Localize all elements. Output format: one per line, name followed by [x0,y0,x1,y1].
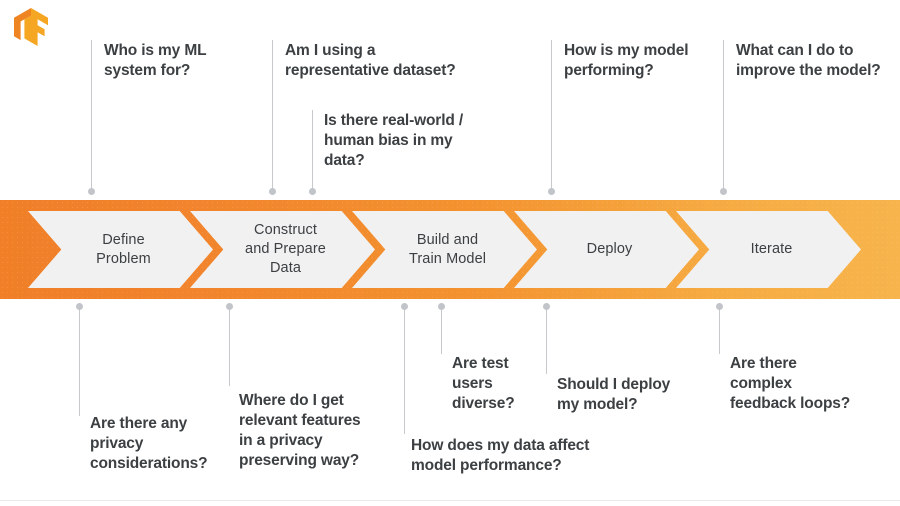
connector-who-is-my-ml-system-for [88,40,95,195]
connector-dot [269,188,276,195]
connector-should-i-deploy [543,303,550,374]
question-privacy-preserving-features: Where do I get relevant features in a pr… [239,392,361,469]
connector-dot [88,188,95,195]
step-label: Build and Train Model [408,231,487,267]
step-construct-prepare-data[interactable]: Construct and Prepare Data [190,211,375,288]
step-label: Define Problem [96,231,151,267]
connector-dot [720,188,727,195]
connector-dot [438,303,445,310]
connector-dot [76,303,83,310]
connector-improve-the-model [720,40,727,195]
connector-dot [716,303,723,310]
connector-dot [401,303,408,310]
question-improve-the-model: What can I do to improve the model? [736,42,881,79]
page-divider [0,500,900,501]
connector-dot [226,303,233,310]
question-how-is-my-model-performing: How is my model performing? [564,42,689,79]
question-who-is-my-ml-system-for: Who is my ML system for? [104,42,207,79]
tensorflow-logo-icon [14,8,48,46]
connector-complex-feedback-loops [716,303,723,354]
question-representative-dataset: Am I using a representative dataset? [285,42,456,79]
step-label: Construct and Prepare Data [245,222,326,276]
question-should-i-deploy: Should I deploy my model? [557,376,671,413]
tensorflow-logo [14,8,48,46]
connector-dot [543,303,550,310]
connector-real-world-human-bias [309,110,316,195]
connector-data-affect-performance [401,303,408,434]
connector-how-is-my-model-performing [548,40,555,195]
connector-dot [548,188,555,195]
connector-representative-dataset [269,40,276,195]
question-privacy-considerations: Are there any privacy considerations? [90,415,208,472]
connector-privacy-preserving-features [226,303,233,386]
connector-test-users-diverse [438,303,445,354]
question-test-users-diverse: Are test users diverse? [452,355,515,412]
step-label: Deploy [586,241,633,257]
question-data-affect-performance: How does my data affect model performanc… [411,437,590,474]
connector-dot [309,188,316,195]
question-complex-feedback-loops: Are there complex feedback loops? [730,355,851,412]
question-real-world-human-bias: Is there real-world / human bias in my d… [324,112,463,169]
step-label: Iterate [750,241,793,257]
connector-privacy-considerations [76,303,83,416]
